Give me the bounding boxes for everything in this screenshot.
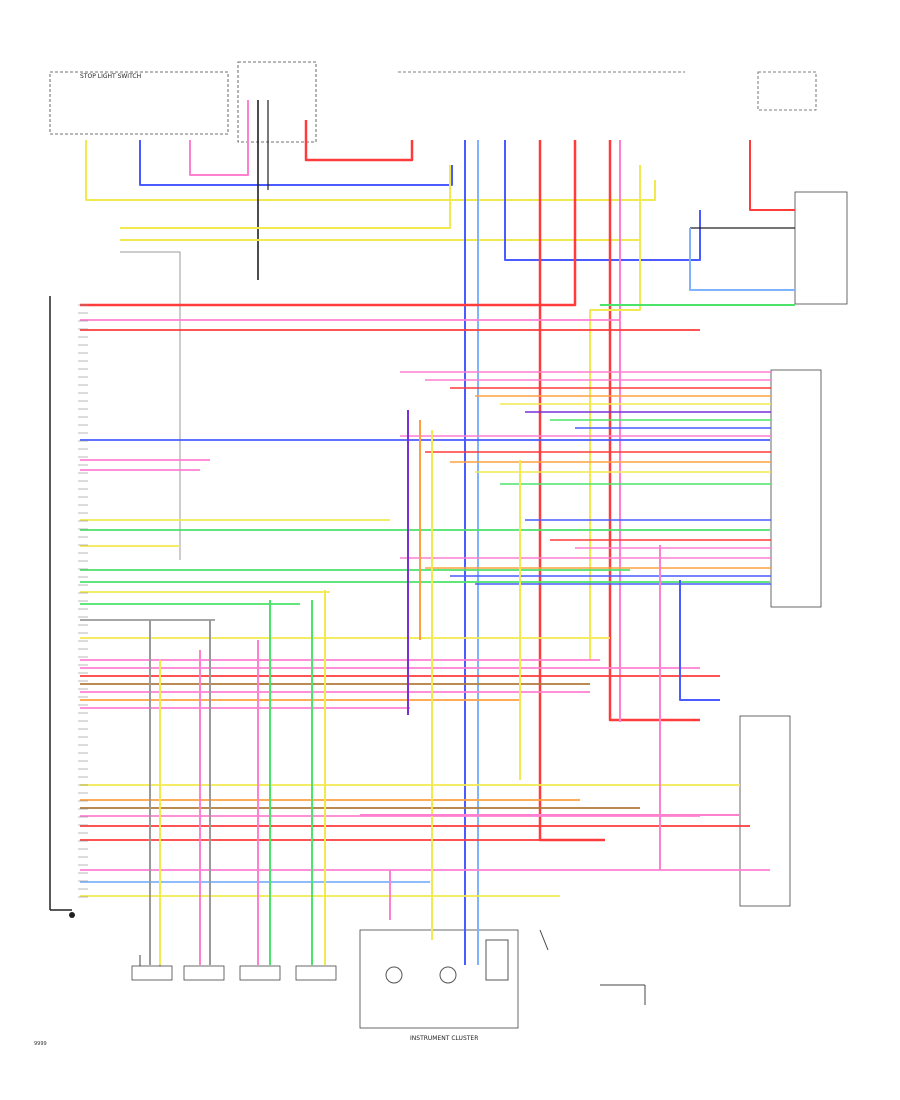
wires-group (80, 100, 795, 965)
wire-red-h1 (80, 140, 577, 307)
instrument-cluster-label: INSTRUMENT CLUSTER (410, 1035, 478, 1042)
relay-box-top (237, 61, 317, 143)
wire-blue-top (139, 140, 453, 186)
switch-box-top-left (49, 71, 229, 135)
diagram-code: 9999 (34, 1041, 47, 1047)
ecu-pins (78, 304, 88, 898)
switch-box-title: STOP LIGHT SWITCH (80, 73, 141, 80)
instrument-cluster-box (359, 929, 519, 1029)
label-box-top-right (757, 71, 817, 111)
wire-lightblue-right (689, 228, 795, 291)
abs-indicator (385, 966, 403, 984)
wheel-sensor-left-front (131, 955, 173, 981)
relay-box-right (794, 191, 848, 305)
cluster-connector (485, 939, 509, 981)
abs-module-box-right (770, 369, 822, 608)
wire-gray-left (120, 251, 181, 560)
wire-red-v1 (538, 140, 605, 842)
wire-blue-v2 (504, 140, 701, 261)
wire-yellow-top (85, 140, 656, 201)
brake-switch (539, 929, 549, 951)
wire-red-battery (304, 120, 414, 162)
wire-yellow-left-1 (120, 165, 451, 229)
wire-red-relay-right (749, 140, 795, 211)
wheel-sensor-right-rear (295, 965, 337, 981)
wire-red-v2 (608, 140, 700, 722)
brake-indicator (439, 966, 457, 984)
wheel-sensor-left-rear (239, 965, 281, 981)
abs-module-box-lower-right (739, 715, 791, 907)
wire-pink-top (189, 100, 249, 176)
ecu-ground-dot (69, 912, 75, 918)
wire-yellow-v3 (589, 165, 641, 660)
wire-blue-loop (679, 580, 720, 701)
wheel-sensor-right-front (183, 965, 225, 981)
